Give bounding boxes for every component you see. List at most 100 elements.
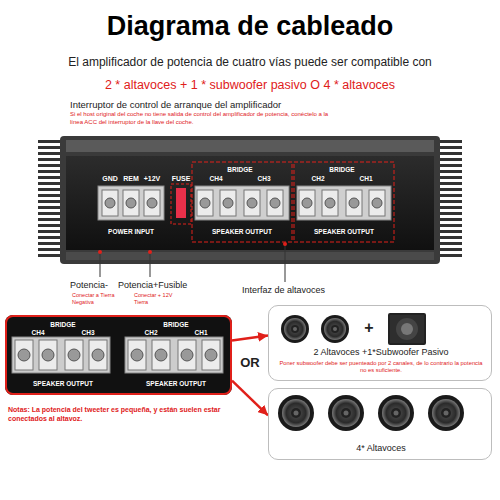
zoomed-speaker-panel-part [68, 349, 80, 361]
zoomed-speaker-panel-part [65, 340, 83, 370]
option-box: 4* Altavoces [268, 388, 492, 460]
node-text: SPEAKER OUTPUT [33, 380, 93, 388]
label-text: 2 * altavoces + 1 * subwoofer pasivo O 4… [0, 78, 500, 93]
node-text: BRIDGE [163, 321, 188, 329]
speaker-terminal-part [297, 186, 391, 220]
leader-line-part [285, 244, 286, 282]
speaker-icon-part [293, 327, 297, 331]
amplifier-body [60, 136, 440, 264]
label-text: FUSE [172, 175, 191, 183]
zoomed-speaker-panel-part [89, 340, 107, 370]
amplifier-body-part [66, 140, 434, 152]
zoomed-speaker-panel-part [5, 315, 232, 395]
amplifier-body-part [66, 252, 434, 260]
connector-arrow [232, 335, 268, 340]
leader-line-part [150, 252, 151, 277]
zoomed-speaker-panel-part [128, 340, 146, 370]
zoomed-speaker-panel-part [92, 349, 104, 361]
zoomed-speaker-panel [5, 315, 232, 395]
node-text: CH3 [81, 329, 94, 337]
speaker-terminal-part [299, 190, 315, 216]
zoomed-speaker-panel-part [181, 349, 193, 361]
leader-line-part [148, 250, 152, 254]
zoomed-speaker-panel-part [12, 337, 110, 373]
speaker-terminal-part [195, 186, 289, 220]
fuse [171, 184, 191, 224]
zoomed-speaker-panel-part [155, 349, 167, 361]
label-text: Conectar + 12V Tierra [134, 292, 186, 305]
label-text: REM [123, 175, 139, 183]
speaker-terminal-part [220, 190, 236, 216]
label-text: CH1 [359, 175, 372, 183]
label-text: CH3 [257, 175, 270, 183]
label-text: SPEAKER OUTPUT [314, 228, 374, 236]
speaker-terminal-part [322, 190, 338, 216]
speaker-terminal-part [270, 198, 280, 208]
label-text: CH2 [311, 175, 324, 183]
speaker-terminal-part [325, 198, 335, 208]
speaker-icon-part [291, 408, 301, 418]
speaker-icon-part [428, 395, 464, 431]
label-text: Potencia- [70, 280, 108, 291]
node-text: CH1 [194, 329, 207, 337]
label-text: BRIDGE [227, 166, 252, 174]
label-text: CH4 [209, 175, 222, 183]
speaker-terminal-part [267, 190, 283, 216]
speaker-icon-part [291, 325, 299, 333]
node-text: BRIDGE [50, 321, 75, 329]
speaker-icon-part [331, 325, 339, 333]
node-text: 2 Altavoces +1*Subwoofer Pasivo [275, 347, 487, 358]
node-text: Poner subwoofer debe ser puenteado por 2… [277, 360, 485, 374]
power-terminal-part [126, 198, 136, 208]
speaker-icon-part [278, 395, 314, 431]
zoomed-speaker-panel-part [18, 349, 30, 361]
zoomed-speaker-panel-part [39, 340, 57, 370]
zoomed-speaker-panel-part [205, 349, 217, 361]
zoomed-speaker-panel-part [125, 337, 223, 373]
speaker-terminal-part [346, 190, 362, 216]
label-text: Conectar a Tierra Negativa [72, 292, 116, 305]
zoomed-speaker-panel-part [131, 349, 143, 361]
power-terminal-part [102, 190, 118, 216]
zoomed-speaker-panel-part [202, 340, 220, 370]
label-text: POWER INPUT [108, 228, 154, 236]
speaker-icon-part [378, 395, 414, 431]
title-text: Diagrama de cableado [0, 10, 500, 42]
speaker-terminal-part [244, 190, 260, 216]
label-text: Interfaz de altavoces [242, 285, 325, 296]
speaker-icon-part [444, 411, 449, 416]
speaker-terminal-part [294, 162, 394, 242]
node-text: CH4 [31, 329, 44, 337]
speaker-icon-part [394, 411, 399, 416]
speaker-icon-part [344, 411, 349, 416]
speaker-icon-part [333, 327, 337, 331]
label-text: SPEAKER OUTPUT [212, 228, 272, 236]
speaker-icon-part [282, 399, 310, 427]
node-text: CH2 [144, 329, 157, 337]
speaker-icon-part [328, 395, 364, 431]
amplifier-body-part [60, 136, 440, 264]
leader-line-part [283, 242, 287, 246]
speaker-terminal-part [247, 198, 257, 208]
subwoofer-icon-part [401, 323, 413, 335]
leader-line-part [100, 252, 101, 277]
node-text: + [364, 318, 373, 337]
speaker-icon-part [284, 318, 306, 340]
label-text: BRIDGE [329, 166, 354, 174]
speaker-icon-part [281, 315, 309, 343]
label-text: El amplificador de potencia de cuatro ví… [0, 55, 500, 69]
zoomed-speaker-panel-part [178, 340, 196, 370]
speaker-terminal-part [369, 190, 385, 216]
speaker-terminal-part [349, 198, 359, 208]
speaker-terminal-part [192, 162, 292, 242]
speaker-icon [278, 315, 464, 431]
subwoofer-icon-part [390, 315, 424, 343]
speaker-icon-part [441, 408, 451, 418]
speaker-terminal-part [197, 190, 213, 216]
power-terminal-part [144, 190, 160, 216]
speaker-icon-part [341, 408, 351, 418]
amplifier-heatsink [38, 140, 462, 257]
speaker-icon-part [432, 399, 460, 427]
